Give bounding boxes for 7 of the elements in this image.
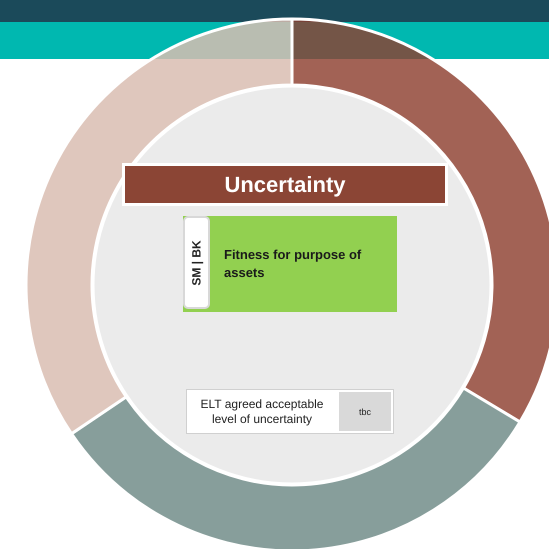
value-cell: tbc <box>339 392 391 431</box>
measure-text: ELT agreed acceptable level of uncertainty <box>200 396 324 428</box>
title-banner: Uncertainty <box>122 163 448 206</box>
table-row <box>186 389 394 434</box>
item-text: Fitness for purpose of assets <box>224 247 362 280</box>
owner-tab: SM | BK <box>183 216 210 309</box>
item-box <box>183 216 397 312</box>
